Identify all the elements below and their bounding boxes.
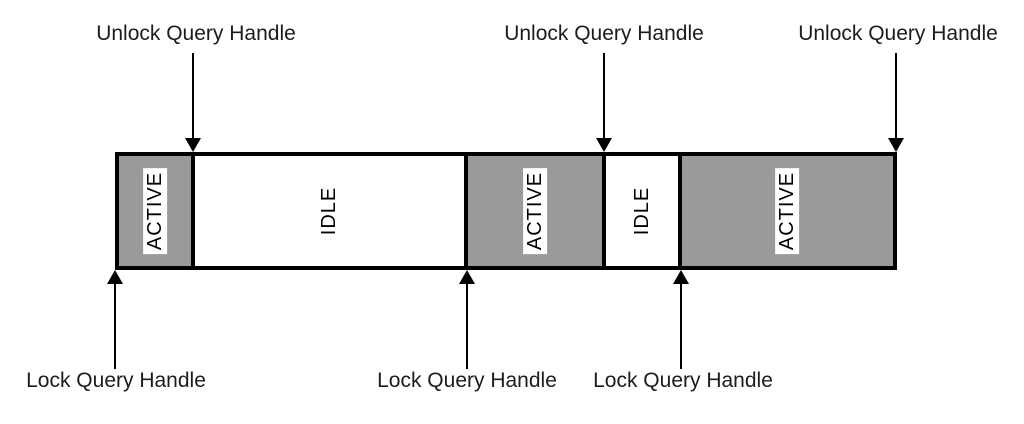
arrow-shaft xyxy=(114,282,116,369)
segment-active-2: ACTIVE xyxy=(468,156,606,266)
segment-label: ACTIVE xyxy=(143,167,167,255)
lock-query-handle-label-3: Lock Query Handle xyxy=(593,369,773,392)
unlock-query-handle-label-2: Unlock Query Handle xyxy=(504,22,704,45)
unlock-query-handle-label-3: Unlock Query Handle xyxy=(798,22,998,45)
arrow-shaft xyxy=(895,53,897,140)
segment-active-1: ACTIVE xyxy=(119,156,195,266)
unlock-arrow-3 xyxy=(888,53,904,152)
lock-arrow-3 xyxy=(673,270,689,369)
lock-arrow-2 xyxy=(459,270,475,369)
lock-arrow-1 xyxy=(107,270,123,369)
segment-idle-1: IDLE xyxy=(195,156,468,266)
arrow-up-icon xyxy=(459,270,475,284)
segment-label: ACTIVE xyxy=(523,167,547,255)
segment-label: IDLE xyxy=(317,182,342,240)
arrow-shaft xyxy=(192,53,194,140)
arrow-down-icon xyxy=(888,138,904,152)
segment-label: IDLE xyxy=(630,182,654,240)
arrow-down-icon xyxy=(596,138,612,152)
lock-query-handle-label-1: Lock Query Handle xyxy=(26,369,206,392)
query-handle-timeline-bar: ACTIVE IDLE ACTIVE IDLE ACTIVE xyxy=(115,152,897,270)
segment-label: ACTIVE xyxy=(775,167,800,255)
segment-active-3: ACTIVE xyxy=(682,156,893,266)
lock-query-handle-label-2: Lock Query Handle xyxy=(377,369,557,392)
arrow-shaft xyxy=(603,53,605,140)
unlock-arrow-1 xyxy=(185,53,201,152)
arrow-shaft xyxy=(680,282,682,369)
arrow-up-icon xyxy=(673,270,689,284)
unlock-query-handle-label-1: Unlock Query Handle xyxy=(96,22,296,45)
arrow-down-icon xyxy=(185,138,201,152)
unlock-arrow-2 xyxy=(596,53,612,152)
segment-idle-2: IDLE xyxy=(606,156,682,266)
arrow-up-icon xyxy=(107,270,123,284)
arrow-shaft xyxy=(466,282,468,369)
